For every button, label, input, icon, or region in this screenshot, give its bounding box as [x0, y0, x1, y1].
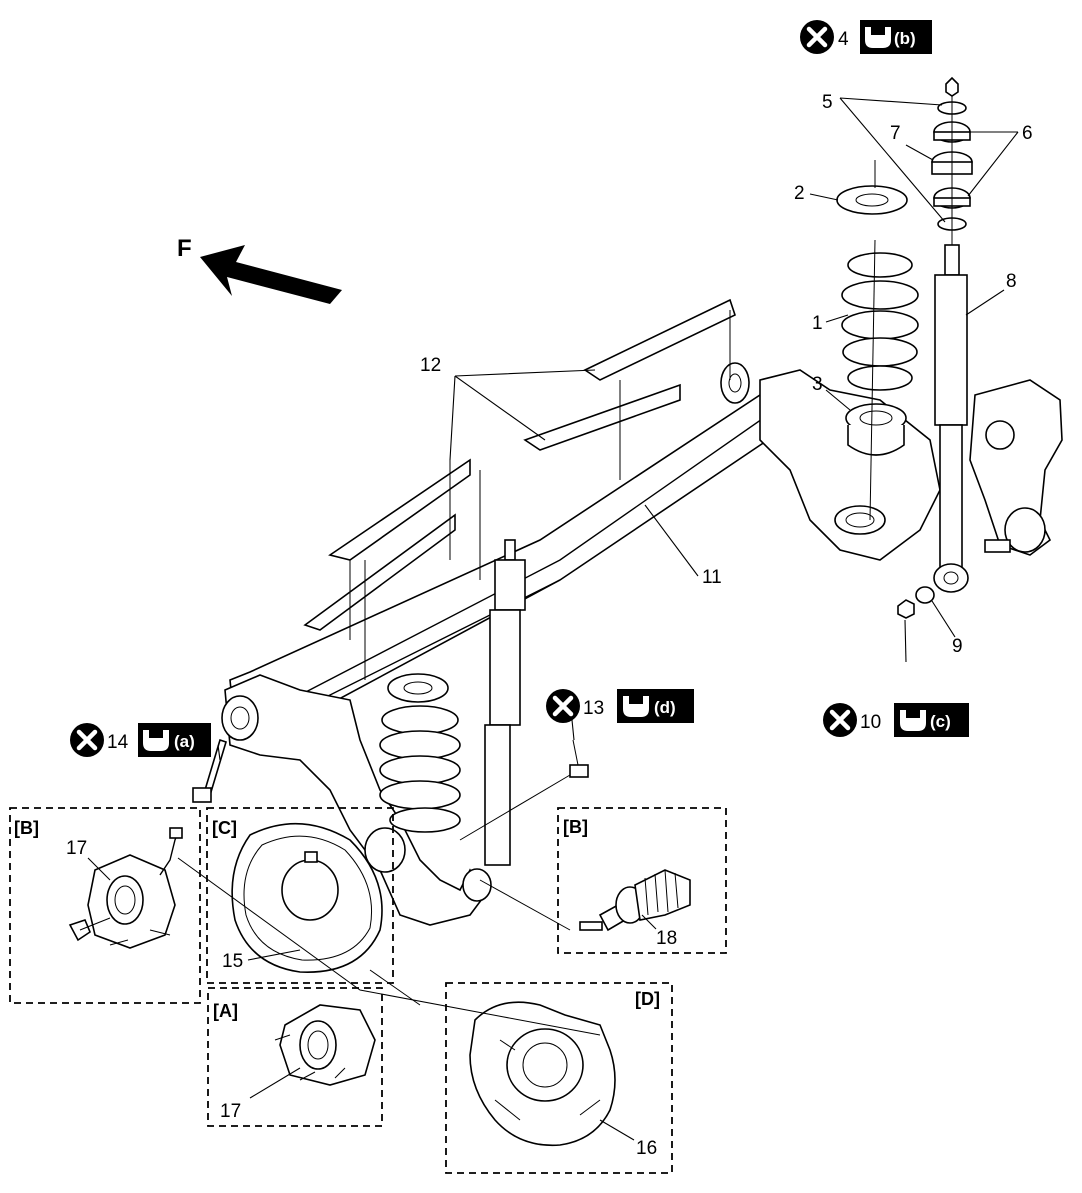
badge-4-b: 4 (b) [800, 20, 932, 54]
callout-4: 4 [838, 29, 849, 50]
callout-1: 1 [812, 313, 823, 334]
heat-shields [303, 298, 736, 680]
callouts: 1 2 3 5 6 7 8 9 11 12 15 16 17 17 18 [66, 92, 1033, 1159]
callout-16: 16 [636, 1138, 657, 1159]
callout-15: 15 [222, 951, 243, 972]
callout-11: 11 [702, 567, 722, 588]
right-lower-spring-seat [845, 403, 907, 456]
hub-bearing [274, 1004, 376, 1086]
callout-6: 6 [1022, 123, 1033, 144]
callout-7: 7 [890, 123, 901, 144]
box-label-a: [A] [213, 1001, 238, 1021]
torque-label-b: (b) [894, 29, 916, 48]
callout-10: 10 [860, 712, 881, 733]
detail-box-b-right [557, 807, 727, 954]
box-label-c: [C] [212, 818, 237, 838]
detail-box-d [445, 982, 673, 1174]
lower-nut-washer [897, 586, 935, 619]
detail-box-a [207, 987, 383, 1127]
torque-label-d: (d) [654, 698, 676, 717]
cross-circle-icon [70, 723, 104, 757]
leader-10 [904, 619, 907, 663]
callout-3: 3 [812, 374, 823, 395]
callout-17-a: 17 [220, 1101, 241, 1122]
callout-13: 13 [583, 698, 604, 719]
right-hub-knuckle [969, 379, 1063, 556]
badge-13-d: 13 (d) [546, 689, 694, 723]
dust-shield [469, 1001, 616, 1147]
bolt-14 [192, 738, 227, 803]
arrow-forward-icon [200, 245, 342, 304]
cross-circle-icon [823, 703, 857, 737]
left-coil-spring [379, 673, 461, 833]
cross-circle-icon [800, 20, 834, 54]
leader-14 [217, 744, 221, 761]
left-shock-absorber [484, 539, 526, 866]
box-label-b-right: [B] [563, 817, 588, 837]
callout-12: 12 [420, 355, 441, 376]
callout-8: 8 [1006, 271, 1017, 292]
direction-label: F [177, 235, 192, 262]
callout-5: 5 [822, 92, 833, 113]
detail-box-b-left [9, 807, 201, 1004]
badge-14-a: 14 (a) [70, 723, 211, 757]
right-coil-spring [841, 252, 919, 391]
callout-9: 9 [952, 636, 963, 657]
assembly-lines [177, 239, 876, 1036]
hub-bearing-with-sensor [68, 827, 183, 949]
shock-top-mount-stack [931, 76, 973, 245]
torque-label-a: (a) [174, 732, 195, 751]
forward-arrow: F [177, 235, 342, 304]
torque-label-c: (c) [930, 712, 951, 731]
bolt-13 [569, 739, 589, 778]
callout-17-b: 17 [66, 838, 87, 859]
leader-13 [571, 719, 575, 741]
badge-10-c: 10 (c) [823, 703, 969, 737]
cross-circle-icon [546, 689, 580, 723]
callout-14: 14 [107, 732, 129, 753]
brake-backing-plate [231, 822, 383, 973]
right-upper-spring-seat [836, 160, 908, 215]
callout-18: 18 [656, 928, 677, 949]
drive-shaft-end [579, 869, 691, 932]
callout-2: 2 [794, 183, 805, 204]
box-label-d: [D] [635, 989, 660, 1009]
right-shock-absorber [933, 244, 969, 593]
box-label-b-left: [B] [14, 818, 39, 838]
